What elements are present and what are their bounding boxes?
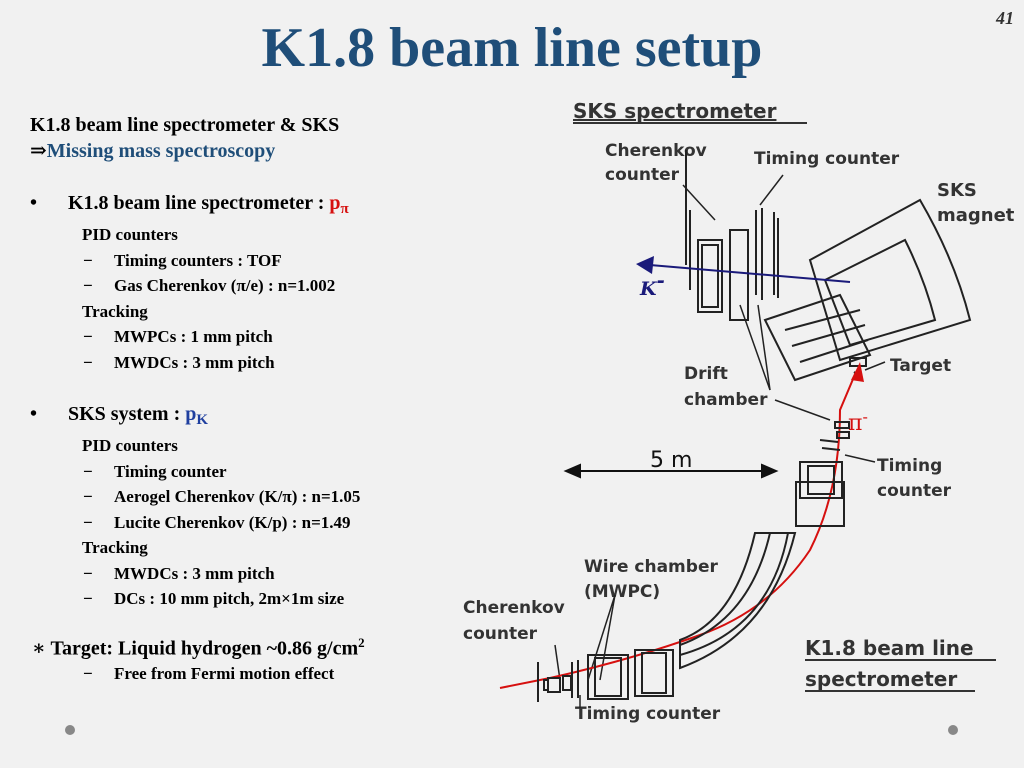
cherenkov-top-label-2: counter [605, 165, 680, 185]
timing-counter-top-label: Timing counter [754, 149, 900, 169]
cherenkov-bottom-label-2: counter [463, 624, 538, 644]
beamline-chambers [795, 421, 850, 527]
cherenkov-bottom-label-1: Cherenkov [463, 598, 565, 618]
asterisk-symbol: ∗ [32, 637, 46, 660]
target-text: Target: Liquid hydrogen ~0.86 g/cm [50, 637, 359, 660]
momentum-symbol: pK [185, 403, 209, 428]
leader-lines [554, 174, 886, 708]
drift-chamber-label-2: chamber [684, 390, 768, 410]
cherenkov-top-label-1: Cherenkov [605, 141, 707, 161]
bullet-sks: • SKS system : pK [30, 401, 500, 433]
list-item: −Lucite Cherenkov (K/p) : n=1.49 [83, 512, 351, 532]
list-item: −Aerogel Cherenkov (K/π) : n=1.05 [83, 487, 361, 506]
bullet-dot: • [30, 192, 38, 214]
group-title: Tracking [82, 301, 148, 321]
group-title: PID counters [82, 225, 178, 244]
spectrometer-diagram: SKS spectrometer Cherenkov counter Timin… [463, 99, 1015, 724]
page-number: 41 [996, 8, 1014, 28]
drift-chamber-label-1: Drift [684, 364, 728, 384]
content-text: K1.8 beam line spectrometer & SKS ⇒Missi… [30, 112, 500, 687]
scale-label: 5 m [650, 448, 692, 473]
list-item: −Gas Cherenkov (π/e) : n=1.002 [83, 276, 336, 295]
target-label: Target [890, 356, 951, 376]
kaon-label: K- [639, 268, 665, 300]
momentum-symbol: pπ [329, 192, 349, 217]
list-item: −Free from Fermi motion effect [83, 664, 335, 684]
beamline-title-2: spectrometer [805, 667, 957, 691]
beamline-magnet [679, 532, 797, 670]
slide-nav-dot-right[interactable] [948, 725, 958, 735]
target-line: ∗ Target: Liquid hydrogen ~0.86 g/cm2 [30, 630, 500, 662]
sks-magnet-label-2: magnet [937, 205, 1015, 226]
bullet-heading: K1.8 beam line spectrometer : [68, 192, 330, 214]
implies-arrow: ⇒ [30, 140, 47, 162]
target-superscript: 2 [358, 634, 365, 650]
slide-nav-dot-left[interactable] [65, 725, 75, 735]
bullet-heading: SKS system : [68, 403, 186, 425]
beamline-title-1: K1.8 beam line [805, 636, 974, 660]
list-item: −MWPCs : 1 mm pitch [83, 327, 273, 346]
timing-counter-mid-label-2: counter [877, 481, 952, 501]
intro-line-1: K1.8 beam line spectrometer & SKS [30, 114, 340, 136]
list-item: −Timing counters : TOF [83, 250, 282, 270]
sks-magnet-label-1: SKS [937, 180, 977, 201]
sks-title: SKS spectrometer [573, 99, 777, 123]
wire-chamber-label-2: (MWPC) [584, 582, 660, 602]
timing-counter-mid-label-1: Timing [877, 456, 942, 476]
group-title: PID counters [82, 436, 178, 455]
list-item: −MWDCs : 3 mm pitch [83, 352, 275, 372]
wire-chamber-label-1: Wire chamber [584, 557, 718, 577]
sks-detectors [685, 150, 779, 321]
kaon-trajectory [636, 256, 851, 283]
list-item: −DCs : 10 mm pitch, 2m×1m size [83, 589, 345, 608]
slide-title: K1.8 beam line setup [261, 17, 763, 79]
scale-bar [563, 463, 779, 479]
timing-counter-bottom-label: Timing counter [575, 704, 721, 724]
pion-label: π- [848, 407, 868, 436]
list-item: −MWDCs : 3 mm pitch [83, 563, 275, 583]
group-title: Tracking [82, 538, 148, 557]
sks-magnet [763, 198, 972, 382]
list-item: −Timing counter [83, 461, 227, 481]
bullet-beamline: • K1.8 beam line spectrometer : pπ [30, 190, 500, 222]
bullet-dot: • [30, 403, 38, 425]
intro-line-2-text: Missing mass spectroscopy [46, 140, 276, 162]
upstream-chambers [537, 649, 674, 702]
intro-line-2: ⇒Missing mass spectroscopy [30, 138, 500, 164]
